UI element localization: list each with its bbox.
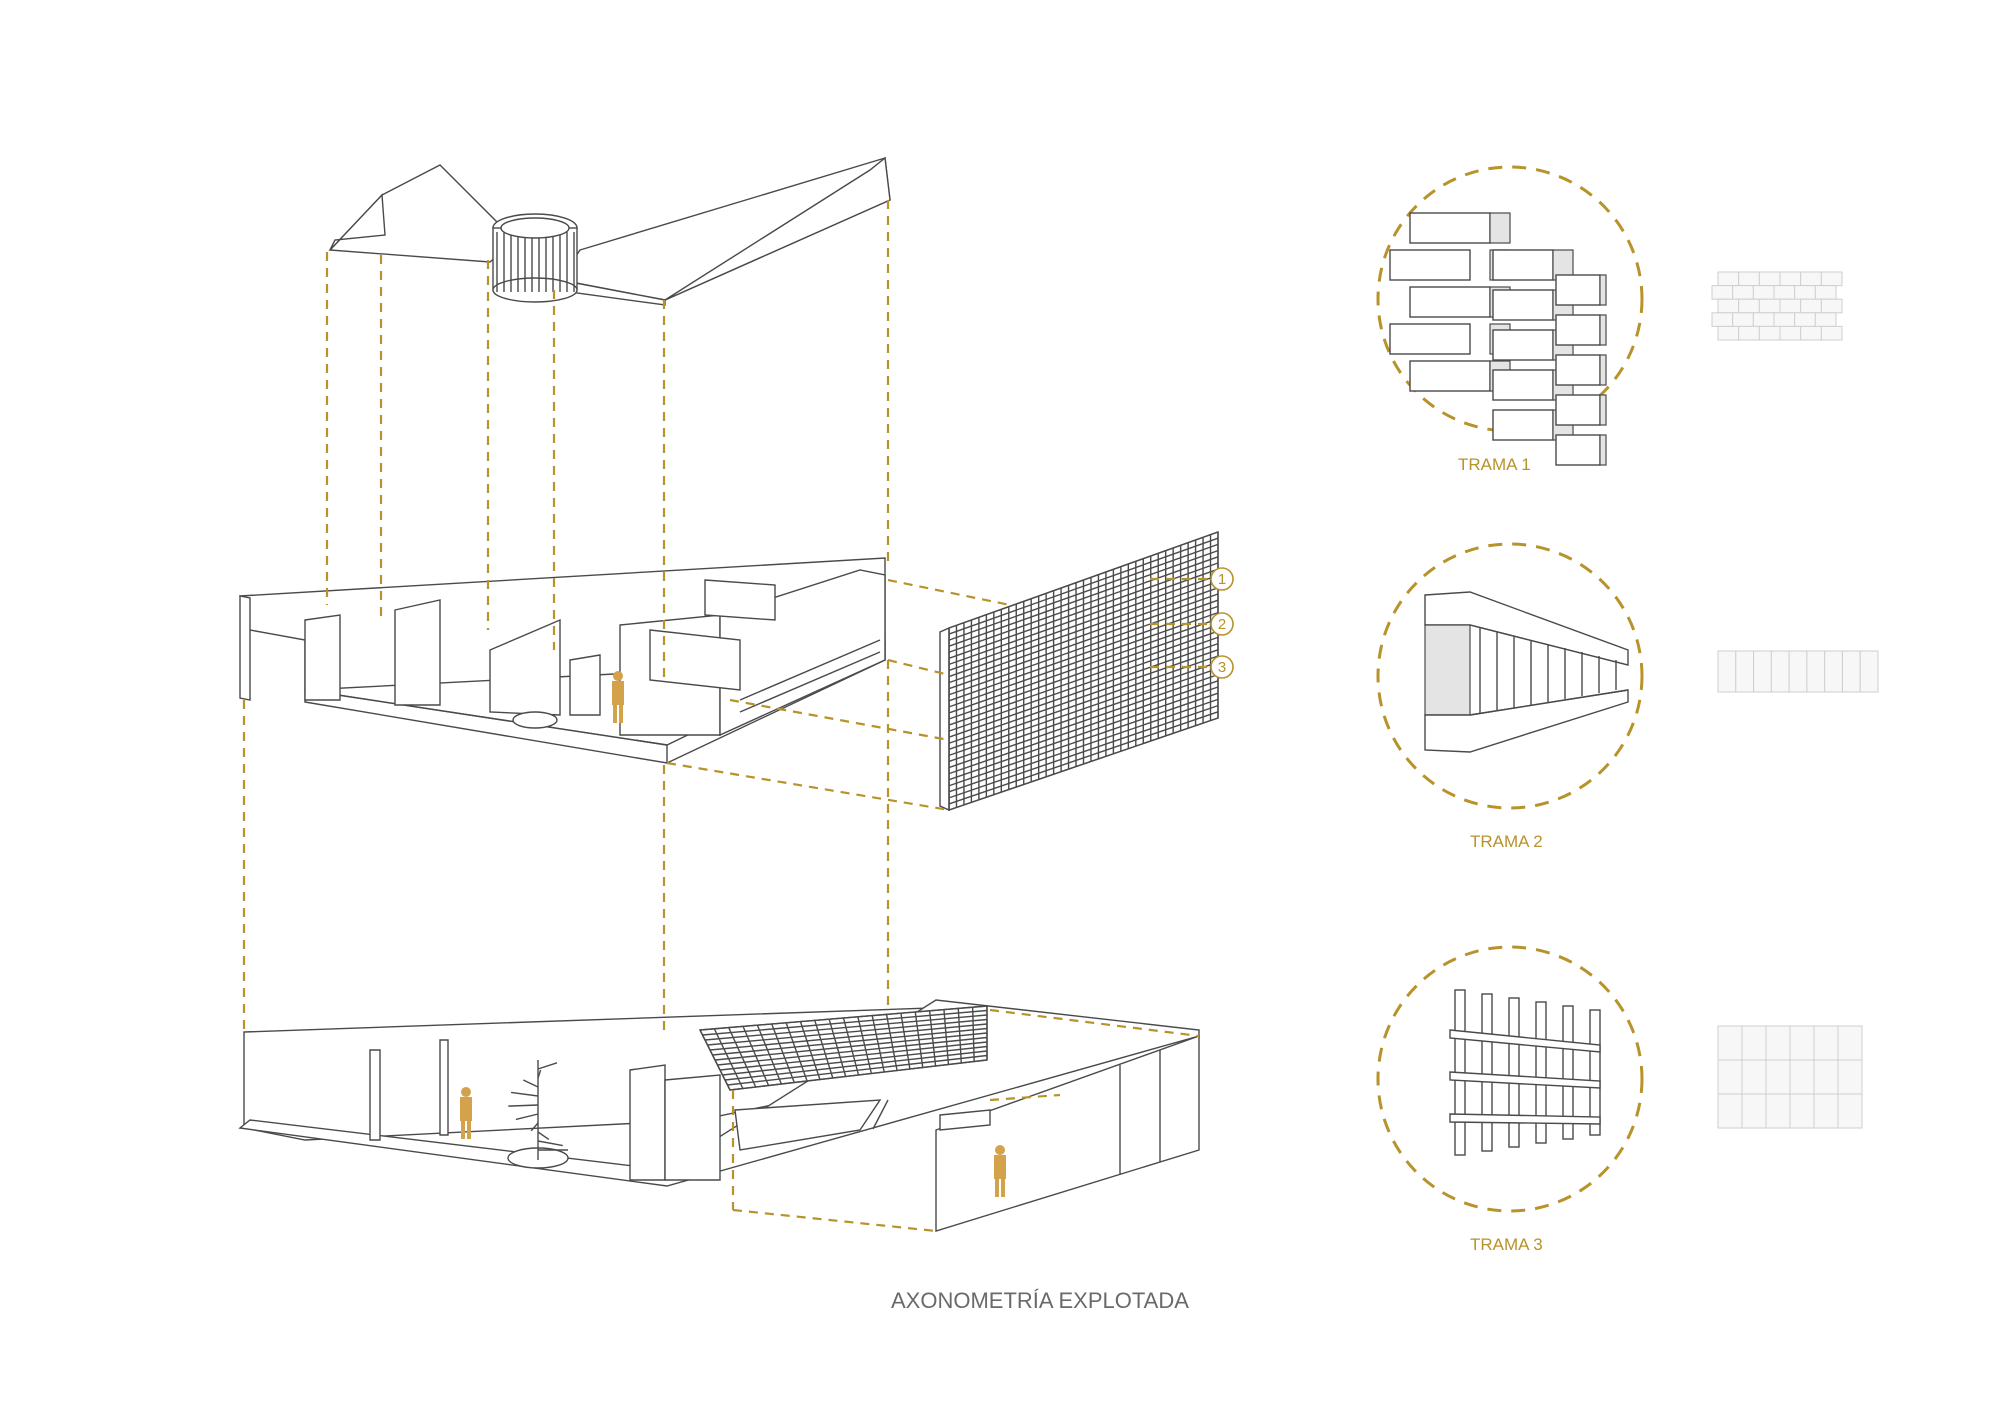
- callout-number: 2: [1218, 616, 1226, 633]
- callout-1: 1: [1210, 567, 1234, 591]
- person-figure: [994, 1145, 1006, 1197]
- callout-2: 2: [1210, 612, 1234, 636]
- projection-lines: [242, 200, 1211, 1233]
- trama-1-detail: TRAMA 1: [1376, 165, 1843, 474]
- person-figure: [460, 1087, 472, 1139]
- trama-3-label: TRAMA 3: [1470, 1235, 1543, 1254]
- trama-2-label: TRAMA 2: [1470, 832, 1543, 851]
- trama-2-elevation-thumbnail: [1717, 650, 1879, 693]
- trama-1-elevation-thumbnail: [1711, 271, 1843, 341]
- diagram-title: AXONOMETRÍA EXPLOTADA: [891, 1288, 1189, 1313]
- roof-level: [328, 156, 891, 306]
- callout-3: 3: [1210, 655, 1234, 679]
- trama-2-detail: TRAMA 2: [1376, 542, 1879, 851]
- lattice-wall-panel: [939, 531, 1219, 812]
- ground-floor-level: [238, 999, 1200, 1232]
- callout-number: 1: [1218, 571, 1226, 588]
- trama-3-elevation-thumbnail: [1717, 1025, 1863, 1129]
- callout-number: 3: [1218, 659, 1226, 676]
- trama-3-detail: TRAMA 3: [1376, 945, 1863, 1254]
- upper-floor-level: [239, 557, 886, 764]
- trama-1-label: TRAMA 1: [1458, 455, 1531, 474]
- person-figure: [612, 671, 624, 723]
